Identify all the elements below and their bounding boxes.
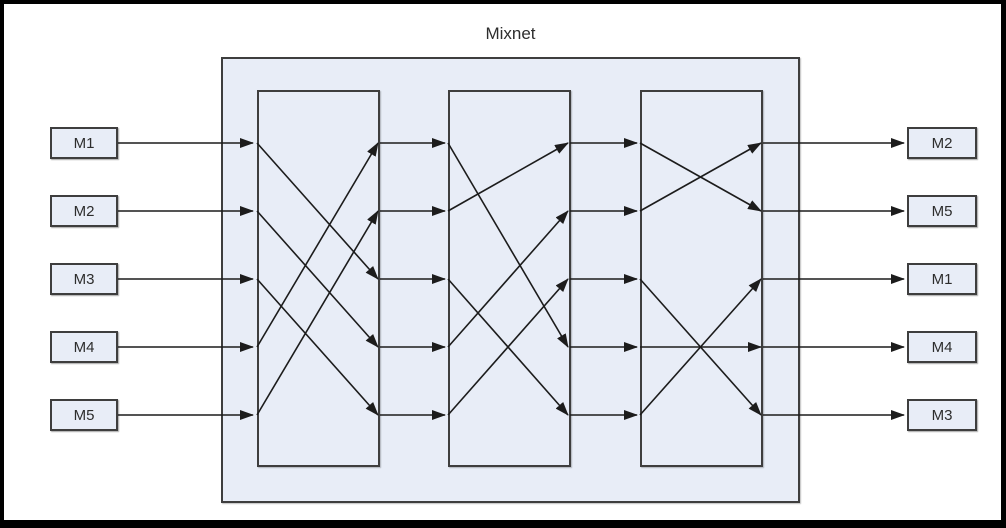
mix-stage-1-wire-3-to-5	[256, 278, 379, 416]
input-message-label-1: M1	[73, 134, 95, 152]
output-message-label-4: M4	[931, 338, 953, 356]
mix-stage-3-wire-5-to-3	[639, 278, 762, 416]
mix-stage-3-wire-2-to-1	[639, 142, 762, 212]
input-message-label-2: M2	[73, 202, 95, 220]
mix-stage-2-wire-1-to-4	[447, 142, 569, 348]
input-message-label-5: M5	[73, 406, 95, 424]
output-message-box-2: M5	[907, 195, 977, 227]
mix-stage-1-wire-4-to-1	[256, 142, 379, 348]
output-message-label-3: M1	[931, 270, 953, 288]
mix-stage-2-wire-5-to-3	[447, 278, 569, 416]
mix-stage-2-wire-2-to-1	[447, 142, 569, 212]
input-message-box-5: M5	[50, 399, 118, 431]
mix-stage-1-box	[257, 90, 380, 467]
diagram-title: Mixnet	[485, 24, 536, 43]
output-message-box-4: M4	[907, 331, 977, 363]
input-message-box-4: M4	[50, 331, 118, 363]
output-message-box-5: M3	[907, 399, 977, 431]
mix-stage-1-wire-2-to-4	[256, 210, 379, 348]
input-message-box-3: M3	[50, 263, 118, 295]
output-message-label-1: M2	[931, 134, 953, 152]
input-message-label-3: M3	[73, 270, 95, 288]
output-message-box-3: M1	[907, 263, 977, 295]
input-message-box-1: M1	[50, 127, 118, 159]
input-message-box-2: M2	[50, 195, 118, 227]
input-message-label-4: M4	[73, 338, 95, 356]
output-message-box-1: M2	[907, 127, 977, 159]
mix-stage-2-wire-4-to-2	[447, 210, 569, 348]
output-message-label-5: M3	[931, 406, 953, 424]
output-message-label-2: M5	[931, 202, 953, 220]
mix-stage-1-wire-5-to-2	[256, 210, 379, 416]
mix-stage-1-wire-1-to-3	[256, 142, 379, 280]
